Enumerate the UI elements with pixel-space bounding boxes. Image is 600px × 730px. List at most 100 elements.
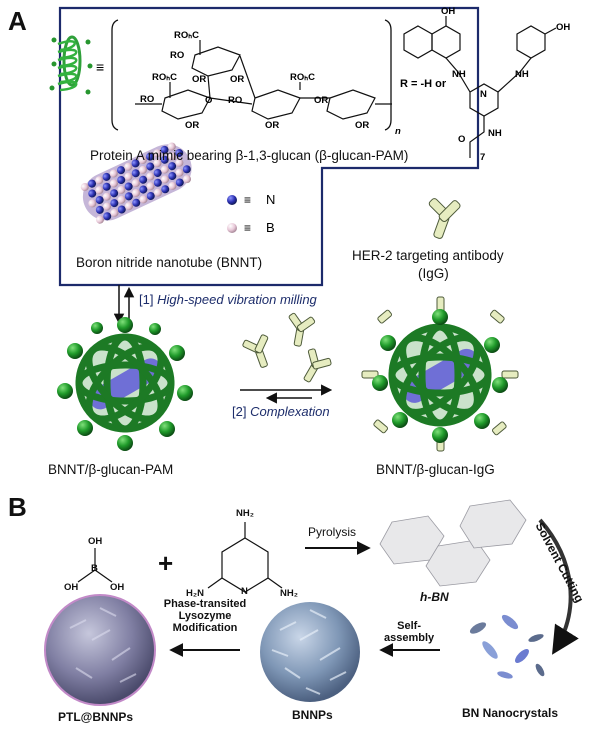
bn-nanocrystals-label: BN Nanocrystals xyxy=(462,706,559,720)
bnnt-atom xyxy=(154,188,163,197)
bnnt-atom xyxy=(175,178,184,187)
chem-ro-2: RO xyxy=(140,94,154,105)
bnnt-atom xyxy=(117,166,126,175)
bnnt-atom xyxy=(110,189,119,198)
boric-acid-structure xyxy=(77,548,113,583)
boric-b: B xyxy=(91,563,98,574)
bnnt-atom xyxy=(103,212,112,221)
hbn-label: h-BN xyxy=(420,590,449,604)
chem-roh2c-1: ROₕC xyxy=(174,30,199,41)
bnnt-atom xyxy=(124,172,133,181)
bnnt-caption: Boron nitride nanotube (BNNT) xyxy=(76,255,263,270)
bnnt-atom xyxy=(124,182,133,191)
bnnt-atom xyxy=(102,192,111,201)
bnnt-atom xyxy=(125,202,134,211)
igg-antibody-icon xyxy=(428,198,461,239)
bnnps-sphere xyxy=(260,602,360,702)
chem-nh-3: NH xyxy=(488,128,502,139)
bnnt-atom xyxy=(117,185,126,194)
self-assembly-line1: Self- xyxy=(397,620,421,632)
chem-ro-3: RO xyxy=(228,95,242,106)
step2-text: Complexation xyxy=(250,404,330,419)
melamine-nh2-top: NH₂ xyxy=(236,508,254,519)
bnnt-atom xyxy=(80,183,89,192)
bnnt-atom xyxy=(160,165,169,174)
bnnt-atom xyxy=(110,199,119,208)
chem-or-1: OR xyxy=(230,74,244,85)
bnnt-atom xyxy=(132,188,141,197)
melamine-structure xyxy=(207,522,283,593)
bnnt-glucan-igg-complex xyxy=(361,296,519,452)
nitrogen-legend-ball xyxy=(227,195,237,205)
chem-roh2c-2: ROₕC xyxy=(152,72,177,83)
panel-b-label: B xyxy=(8,492,27,522)
chem-nh-1: NH xyxy=(452,69,466,80)
r-group-label: R = -H or xyxy=(400,78,447,90)
bracket-left xyxy=(111,19,119,131)
bnnt-atom xyxy=(138,165,147,174)
chem-or-5: OR xyxy=(314,95,328,106)
bnnt-atom xyxy=(161,185,170,194)
legend-n-label: N xyxy=(266,192,275,207)
bnnt-atom xyxy=(153,159,162,168)
bnnt-atom xyxy=(160,155,169,164)
bnnt-atom xyxy=(132,198,141,207)
melamine-n: N xyxy=(241,586,248,597)
bnnt-atom xyxy=(153,168,162,177)
panel-a-label: A xyxy=(8,6,27,36)
boric-oh-top: OH xyxy=(88,536,103,547)
bnnt-atom xyxy=(182,165,191,174)
bnnt-atom xyxy=(183,175,192,184)
bnnt-atom xyxy=(95,176,104,185)
chem-o-a: O xyxy=(205,95,212,106)
bnnt-atom xyxy=(95,186,104,195)
bnnt-atom xyxy=(161,175,170,184)
equiv-symbol-1: ≡ xyxy=(96,59,104,75)
pam-caption: Protein A mimic bearing β-1,3-glucan (β-… xyxy=(90,148,409,163)
bnnt-atom xyxy=(124,192,133,201)
ptl-line3: Modification xyxy=(172,622,238,634)
protein-a-mimic-icon xyxy=(49,35,93,95)
chem-n: n xyxy=(395,126,401,137)
melamine-h2n-left: H₂N xyxy=(186,588,204,599)
legend-equiv-n: ≡ xyxy=(244,193,251,207)
bnnt-atom xyxy=(168,181,177,190)
boron-legend-ball xyxy=(227,223,237,233)
step1-text: High-speed vibration milling xyxy=(157,292,317,307)
antibody-caption-line1: HER-2 targeting antibody xyxy=(352,248,504,263)
bnnt-atom xyxy=(146,172,155,181)
free-igg-molecules xyxy=(242,312,332,383)
bnnt-atom xyxy=(102,172,111,181)
panel-a-frame xyxy=(58,6,480,287)
hbn-sheets xyxy=(379,499,527,587)
left-product-label: BNNT/β-glucan-PAM xyxy=(48,462,174,477)
bnnt-atom xyxy=(146,192,155,201)
bnnt-atom xyxy=(153,178,162,187)
chem-ro-1: RO xyxy=(170,50,184,61)
bnnt-atom xyxy=(109,179,118,188)
legend-b-label: B xyxy=(266,220,275,235)
bnnt-atom xyxy=(146,182,155,191)
chem-oh-1: OH xyxy=(441,6,455,17)
bnnt-atom xyxy=(167,152,176,161)
bnnt-atom xyxy=(175,148,184,157)
step1-number: [1] xyxy=(139,292,154,307)
bnnt-atom xyxy=(117,195,126,204)
antibody-caption-line2: (IgG) xyxy=(418,266,449,281)
bnnt-atom xyxy=(138,156,147,165)
self-assembly-line2: assembly xyxy=(384,632,435,644)
bnnt-atom xyxy=(131,169,140,178)
legend-equiv-b: ≡ xyxy=(244,221,251,235)
ptl-bnnps-label: PTL@BNNPs xyxy=(58,710,134,724)
ptl-line1: Phase-transited xyxy=(163,598,247,610)
ptl-modification-label: Phase-transited Lysozyme Modification xyxy=(150,598,260,634)
chem-or-2: OR xyxy=(192,74,206,85)
pyrolysis-label: Pyrolysis xyxy=(308,525,357,539)
bn-nanocrystals xyxy=(469,614,545,679)
bnnt-atom xyxy=(95,205,104,214)
self-assembly-label: Self- assembly xyxy=(384,620,434,644)
bnnt-illustration xyxy=(80,142,192,224)
bracket-right xyxy=(384,19,392,131)
bnnt-atom xyxy=(139,175,148,184)
